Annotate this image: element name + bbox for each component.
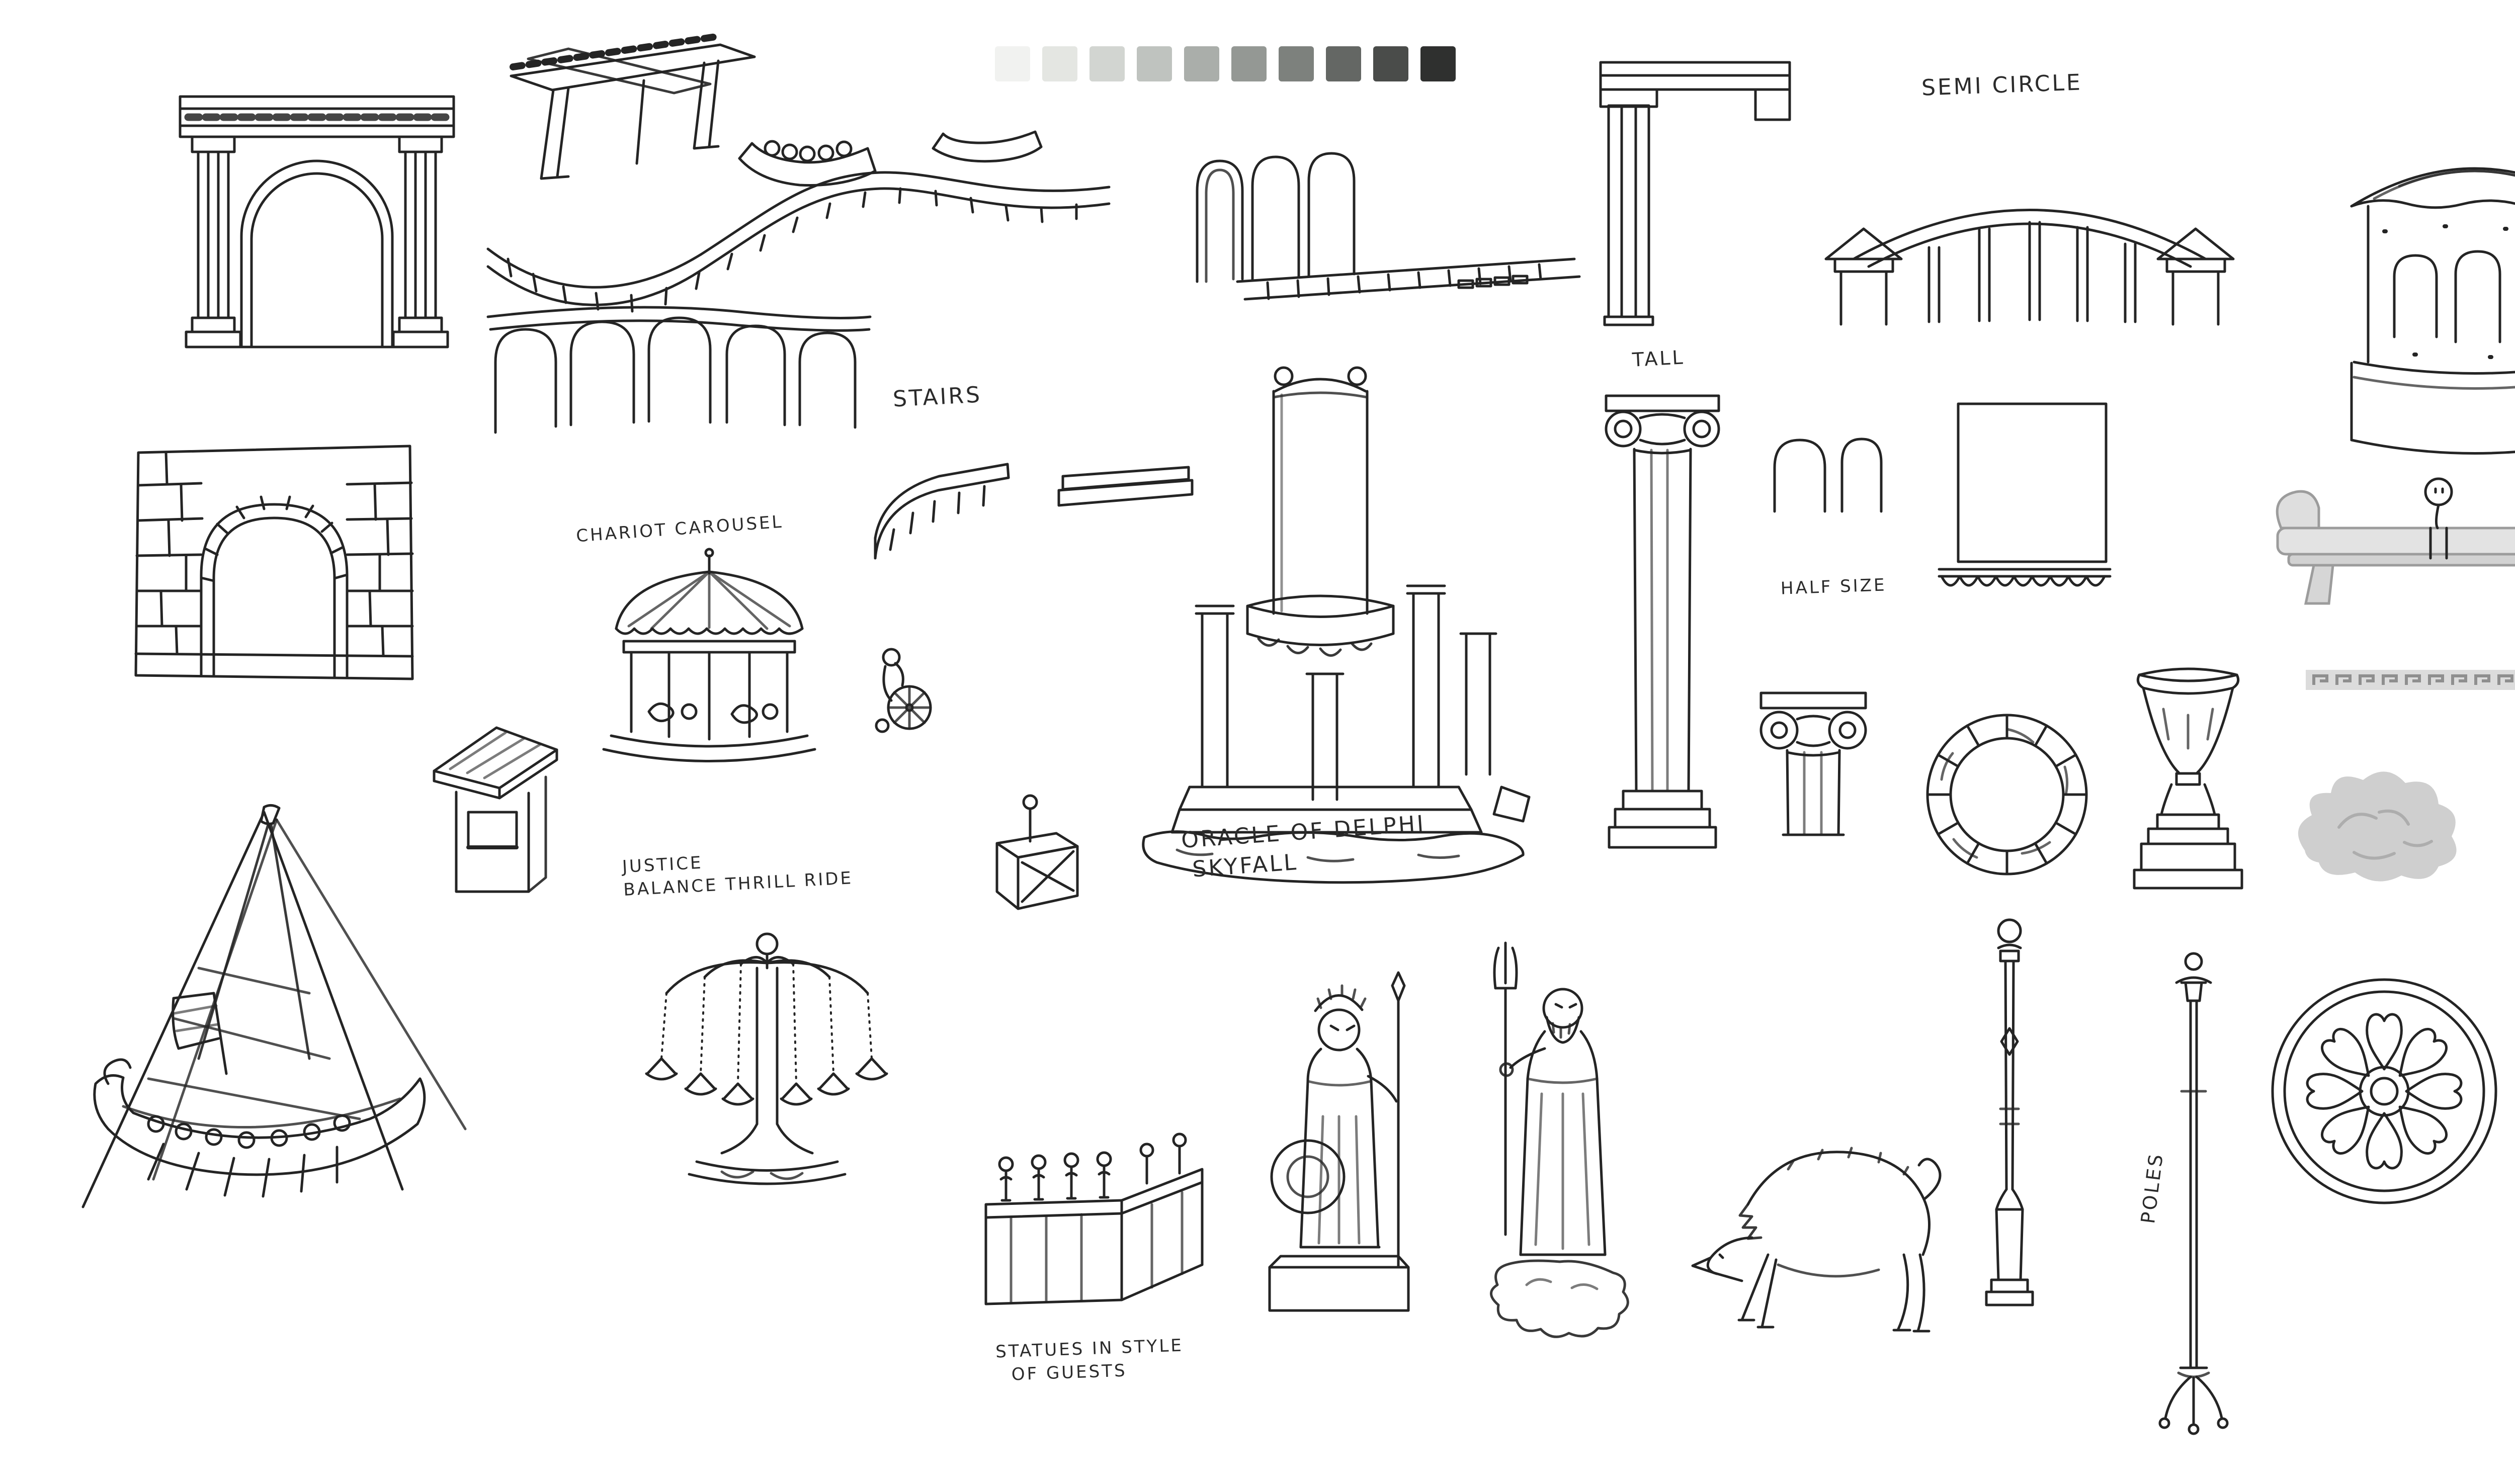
semi-circle-label: SEMI CIRCLE [1921,69,2083,101]
beast-statue-drawing [1691,1147,1942,1333]
boat-swing-ride-drawing [81,804,467,1208]
justice-balance-ride-sketch [606,908,928,1204]
palette-swatch [1420,46,1456,81]
half-size-arches-drawing [1773,438,1883,513]
grayscale-palette [995,46,1456,81]
palette-swatch [1042,46,1077,81]
tall-gate-sketch [1589,45,1801,327]
urn-pedestal-sketch [2115,649,2261,910]
palette-swatch [1137,46,1172,81]
palette-swatch [995,46,1030,81]
chariot-cart-drawing [875,648,932,733]
lamp-pole-drawing [2158,952,2229,1435]
palette-swatch [1089,46,1125,81]
ornate-pole-sketch [1969,908,2050,1325]
scalloped-trim-drawing [1938,568,2112,587]
justice-label: JUSTICE BALANCE THRILL RIDE [622,844,854,902]
urn-pedestal-drawing [2133,667,2243,890]
palette-swatch [1279,46,1314,81]
greek-key-strip-drawing [2306,670,2515,690]
justice-balance-ride-drawing [645,932,888,1185]
ionic-capital-sketch [1748,684,1879,850]
greek-arch-gate-sketch [166,65,468,377]
battlement-canopy-drawing [510,33,756,180]
boat-swing-ride-sketch [48,777,531,1235]
lamp-pole-sketch [2150,940,2236,1448]
greek-arch-gate-drawing [179,95,455,348]
ticket-booth-sketch [425,717,566,908]
tall-ionic-column-sketch [1592,370,1733,862]
ornate-pole-drawing [1985,918,2034,1306]
athena-statue-drawing [1268,971,1410,1312]
bench-figure-sketch [2253,453,2515,619]
meander-ring-drawing [1926,714,2088,876]
scroll-ornament-drawing [2298,771,2457,882]
statues-label: STATUES IN STYLE OF GUESTS [995,1335,1185,1387]
stairs-sketch [863,430,1200,566]
stone-arch-sketch [121,425,428,686]
scroll-ornament-sketch [2279,752,2470,893]
half-size-label: HALF SIZE [1780,575,1887,599]
palette-swatch [1231,46,1267,81]
tall-label: TALL [1631,346,1686,371]
portal-frames-walkway-sketch [1177,131,1589,307]
half-size-arches-sketch [1766,425,1886,515]
chariot-cart-sketch [865,641,946,737]
rect-panel-drawing [1957,402,2108,563]
poseidon-statue-drawing [1490,941,1629,1338]
aqueduct-coaster-drawing [486,130,1111,434]
rose-window-drawing [2271,978,2497,1204]
round-tower-sketch [2324,126,2515,498]
stairs-drawing [874,463,1194,560]
round-tower-drawing [2350,167,2515,455]
bench-figure-drawing [2276,477,2515,605]
rect-panel-sketch [1954,400,2110,566]
palette-swatch [1373,46,1408,81]
battlement-canopy-sketch [493,28,775,194]
chariot-carousel-drawing [602,548,816,762]
chariot-carousel-label: CHARIOT CAROUSEL [575,511,784,547]
ionic-capital-drawing [1759,691,1867,836]
oracle-skyfall-tower-drawing [1142,366,1531,884]
greek-key-strip-sketch [2304,659,2515,702]
scalloped-trim-sketch [1937,563,2113,601]
semi-circle-pavilion-drawing [1824,209,2235,326]
tall-ionic-column-drawing [1605,394,1720,849]
oracle-skyfall-tower-sketch [1097,332,1544,895]
statue-balcony-sketch [966,1104,1217,1320]
control-box-sketch [966,787,1097,938]
athena-statue-sketch [1232,966,1444,1328]
stairs-label: STAIRS [892,382,983,412]
palette-swatch [1326,46,1361,81]
ticket-booth-drawing [433,726,558,893]
statue-balcony-drawing [984,1132,1204,1305]
chariot-carousel-sketch [581,546,837,777]
palette-swatch [1184,46,1219,81]
aqueduct-coaster-sketch [478,101,1122,453]
portal-frames-walkway-drawing [1196,152,1581,301]
stone-arch-drawing [134,445,414,680]
tall-gate-drawing [1599,61,1791,326]
meander-ring-sketch [1919,691,2090,893]
poseidon-statue-sketch [1446,933,1647,1355]
rose-window-sketch [2261,966,2507,1217]
semi-circle-pavilion-sketch [1816,151,2243,339]
beast-statue-sketch [1678,1104,1949,1355]
control-box-drawing [995,794,1079,910]
